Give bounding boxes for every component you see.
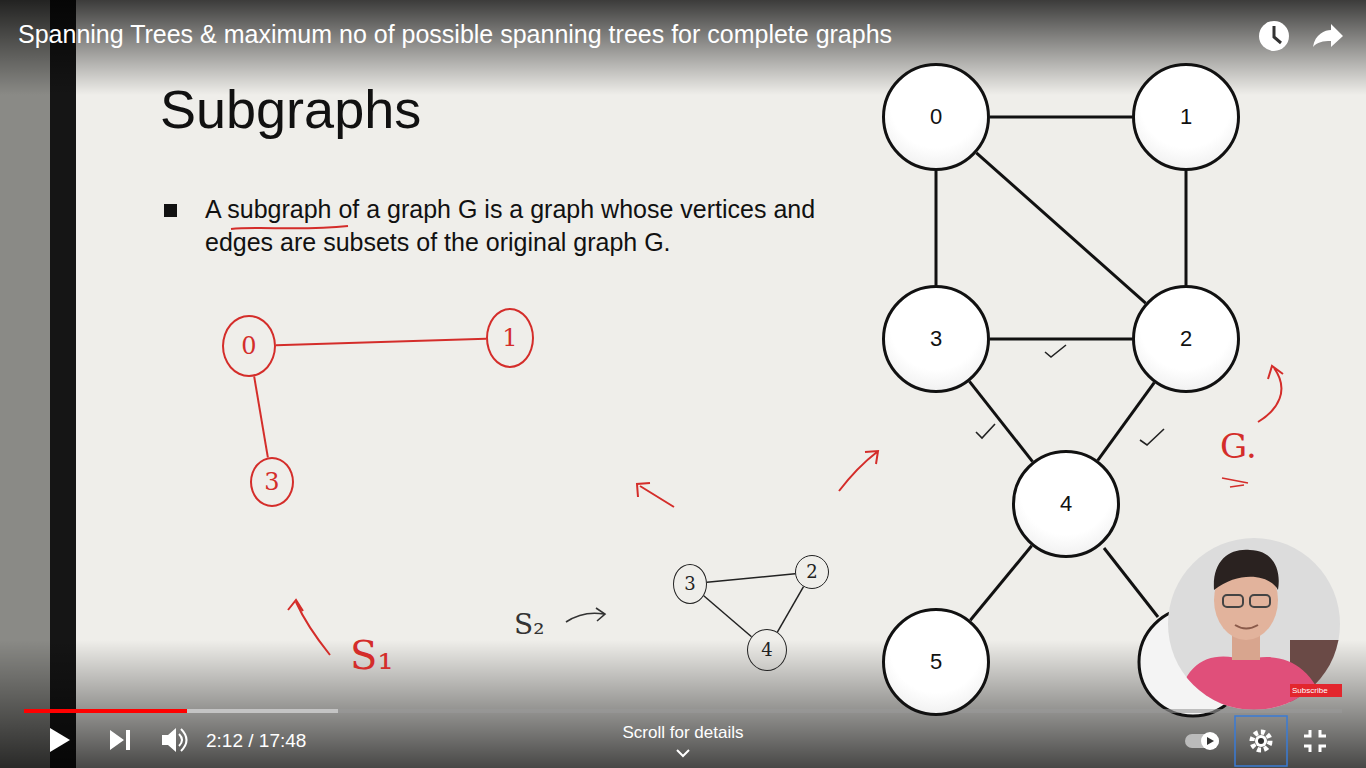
graph-edge [704, 596, 752, 637]
focus-box [1235, 716, 1287, 766]
graph-vertex: 1 [1132, 63, 1240, 171]
graph-vertex: 2 [795, 555, 829, 589]
slide-heading: Subgraphs [160, 78, 421, 140]
graph-edge [969, 381, 1032, 461]
graph-edge [936, 171, 937, 285]
vertex-label: 2 [806, 563, 817, 581]
vertex-label: 3 [684, 575, 695, 593]
graph-edge [276, 339, 486, 345]
pointer-arrow [288, 600, 330, 655]
vertex-label: 4 [1060, 493, 1072, 515]
vertex-label: 3 [264, 470, 279, 494]
video-title: Spanning Trees & maximum no of possible … [18, 20, 892, 49]
graph-edge [990, 117, 1132, 118]
graph-vertex: 4 [747, 629, 787, 671]
bullet-text: A subgraph of a graph G is a graph whose… [205, 193, 865, 259]
graph-vertex: 2 [1132, 285, 1240, 393]
vertex-label: 0 [930, 106, 942, 128]
gear-icon [1258, 738, 1264, 744]
exit-fullscreen-icon [1304, 730, 1326, 752]
play-icon [50, 728, 70, 752]
subscribe-badge: Subscribe [1292, 686, 1328, 695]
chevron [677, 750, 689, 756]
check-mark [976, 424, 995, 438]
graph-edge [976, 153, 1145, 303]
graph-edge [970, 546, 1031, 621]
progress-bar [24, 709, 187, 713]
bullet [164, 204, 177, 217]
graph-edge [990, 339, 1132, 340]
graph-vertex: 0 [222, 315, 276, 377]
gear-icon [1252, 732, 1270, 750]
vertex-label: 5 [930, 651, 942, 673]
graph-edge [777, 587, 803, 632]
share-icon [1313, 24, 1343, 47]
graph-edge [1104, 548, 1158, 617]
scroll-hint: Scroll for details [623, 723, 744, 743]
subgraph-name: S₁ [350, 632, 393, 678]
underline [1222, 478, 1248, 487]
time-display: 2:12 / 17:48 [206, 730, 306, 752]
graph-edge [1186, 171, 1187, 285]
watch-later-icon [1259, 21, 1289, 51]
autoplay-toggle [1201, 732, 1219, 750]
vertex-label: 0 [241, 334, 256, 358]
pointer-arrow [566, 608, 605, 622]
graph-edge [707, 574, 795, 583]
pointer-arrow [839, 451, 878, 491]
subgraph-name: S₂ [514, 608, 544, 641]
graph-name: G. [1220, 426, 1257, 466]
graph-vertex: 1 [486, 308, 534, 368]
pointer-arrow [637, 483, 674, 507]
autoplay-toggle [1207, 737, 1214, 745]
buffer-bar [24, 709, 338, 713]
volume-icon [162, 728, 176, 752]
vertex-label: 1 [502, 326, 517, 350]
graph-edge [1098, 383, 1154, 461]
progress-track [24, 709, 1342, 713]
graph-vertex: 3 [882, 285, 990, 393]
vertex-label: 2 [1180, 328, 1192, 350]
gear-icon [1255, 735, 1267, 747]
graph-vertex: 5 [882, 608, 990, 716]
graph-vertex: 3 [673, 564, 707, 604]
check-mark [1045, 345, 1066, 357]
next-icon [110, 730, 130, 750]
presenter-cam [1160, 530, 1350, 720]
vertex-label: 1 [1180, 106, 1192, 128]
check-mark [1140, 429, 1164, 445]
volume-icon [179, 729, 187, 751]
pointer-arrow [1258, 366, 1283, 422]
graph-vertex: 3 [250, 457, 294, 507]
graph-vertex: 4 [1012, 450, 1120, 558]
vertex-label: 4 [761, 641, 772, 659]
graph-vertex: 0 [882, 63, 990, 171]
watch-later-icon [1274, 26, 1281, 43]
graph-edge [254, 376, 268, 457]
vertex-label: 3 [930, 328, 942, 350]
